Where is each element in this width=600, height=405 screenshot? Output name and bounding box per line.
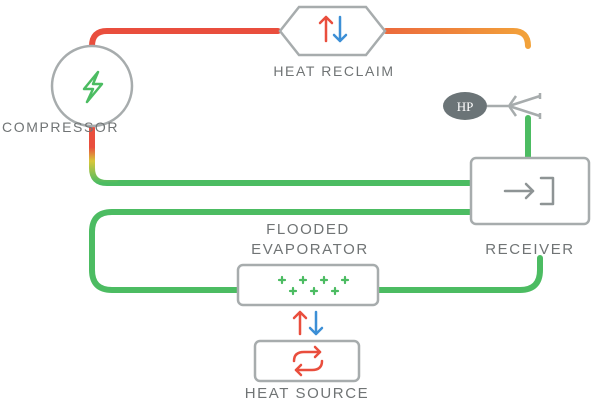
hp-badge — [443, 92, 487, 120]
hp-badge-label: HP — [457, 99, 474, 114]
circular-arrows-icon — [292, 345, 324, 377]
compressor-unit: COMPRESSOR — [2, 44, 134, 135]
pipes — [89, 28, 543, 293]
heat-source-unit: HEAT SOURCE — [245, 339, 370, 402]
heat-source-label: HEAT SOURCE — [245, 385, 370, 400]
heat-source-box — [253, 339, 361, 383]
evaporator-box — [236, 263, 380, 307]
pipe-receiver-to-evaporator — [375, 255, 543, 293]
heat-exchange-arrows-icon — [292, 310, 324, 336]
receiver-unit: RECEIVER — [469, 156, 591, 258]
up-down-arrows-icon — [318, 15, 348, 43]
heat-reclaim-hexagon — [278, 5, 387, 57]
heat-reclaim-label: HEAT RECLAIM — [273, 63, 394, 79]
arrow-into-bracket-icon — [503, 176, 555, 206]
compressor-label: COMPRESSOR — [2, 119, 119, 135]
flooded-label: FLOODED — [266, 221, 350, 238]
pipe-compressor-down — [89, 125, 473, 186]
evaporator-label: EVAPORATOR — [251, 241, 369, 258]
pipe-evaporator-loop — [89, 209, 473, 293]
heat-reclaim-unit: HEAT RECLAIM — [273, 5, 394, 79]
lightning-bolt-icon — [82, 70, 104, 104]
valve-icon — [507, 93, 542, 119]
plus-grid-icon — [277, 275, 350, 296]
evaporator-unit: FLOODED EVAPORATOR — [236, 221, 380, 307]
pipe-top-right — [383, 28, 531, 49]
hp-valve: HP — [443, 92, 542, 120]
compressor-circle — [50, 44, 134, 128]
receiver-label: RECEIVER — [485, 241, 575, 258]
